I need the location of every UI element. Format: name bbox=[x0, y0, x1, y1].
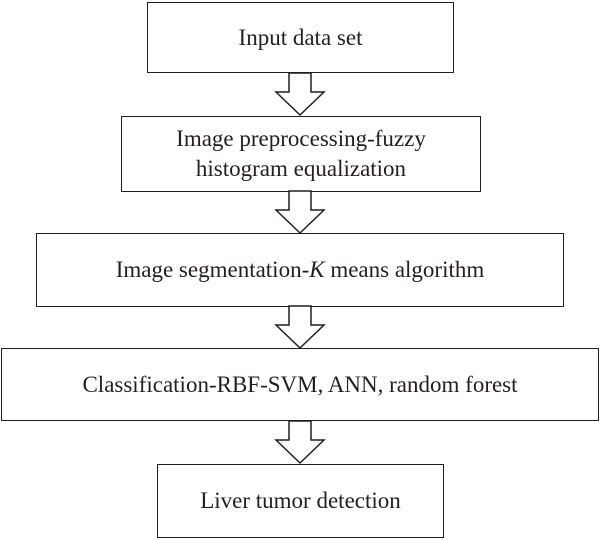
step-label: Classification-RBF-SVM, ANN, random fore… bbox=[82, 371, 518, 397]
step-label: Image segmentation-K means algorithm bbox=[116, 255, 485, 285]
step-liver-tumor-detection: Liver tumor detection bbox=[157, 464, 444, 538]
down-arrow-icon bbox=[274, 305, 326, 350]
down-arrow-icon bbox=[274, 420, 326, 465]
step-input-data-set: Input data set bbox=[147, 2, 454, 73]
step-image-segmentation: Image segmentation-K means algorithm bbox=[36, 233, 564, 307]
down-arrow-icon bbox=[274, 72, 326, 117]
step-label-italic-k: K bbox=[309, 257, 325, 282]
down-arrow-icon bbox=[274, 190, 326, 235]
step-label: Liver tumor detection bbox=[200, 488, 401, 513]
step-image-preprocessing: Image preprocessing-fuzzy histogram equa… bbox=[121, 116, 481, 192]
step-classification: Classification-RBF-SVM, ANN, random fore… bbox=[1, 348, 599, 421]
step-label-line-2: histogram equalization bbox=[195, 156, 407, 181]
step-label: Input data set bbox=[238, 24, 363, 50]
step-label-prefix: Image segmentation- bbox=[115, 257, 310, 282]
step-label-suffix: means algorithm bbox=[324, 257, 485, 282]
step-label-line-1: Image preprocessing-fuzzy bbox=[176, 126, 426, 151]
